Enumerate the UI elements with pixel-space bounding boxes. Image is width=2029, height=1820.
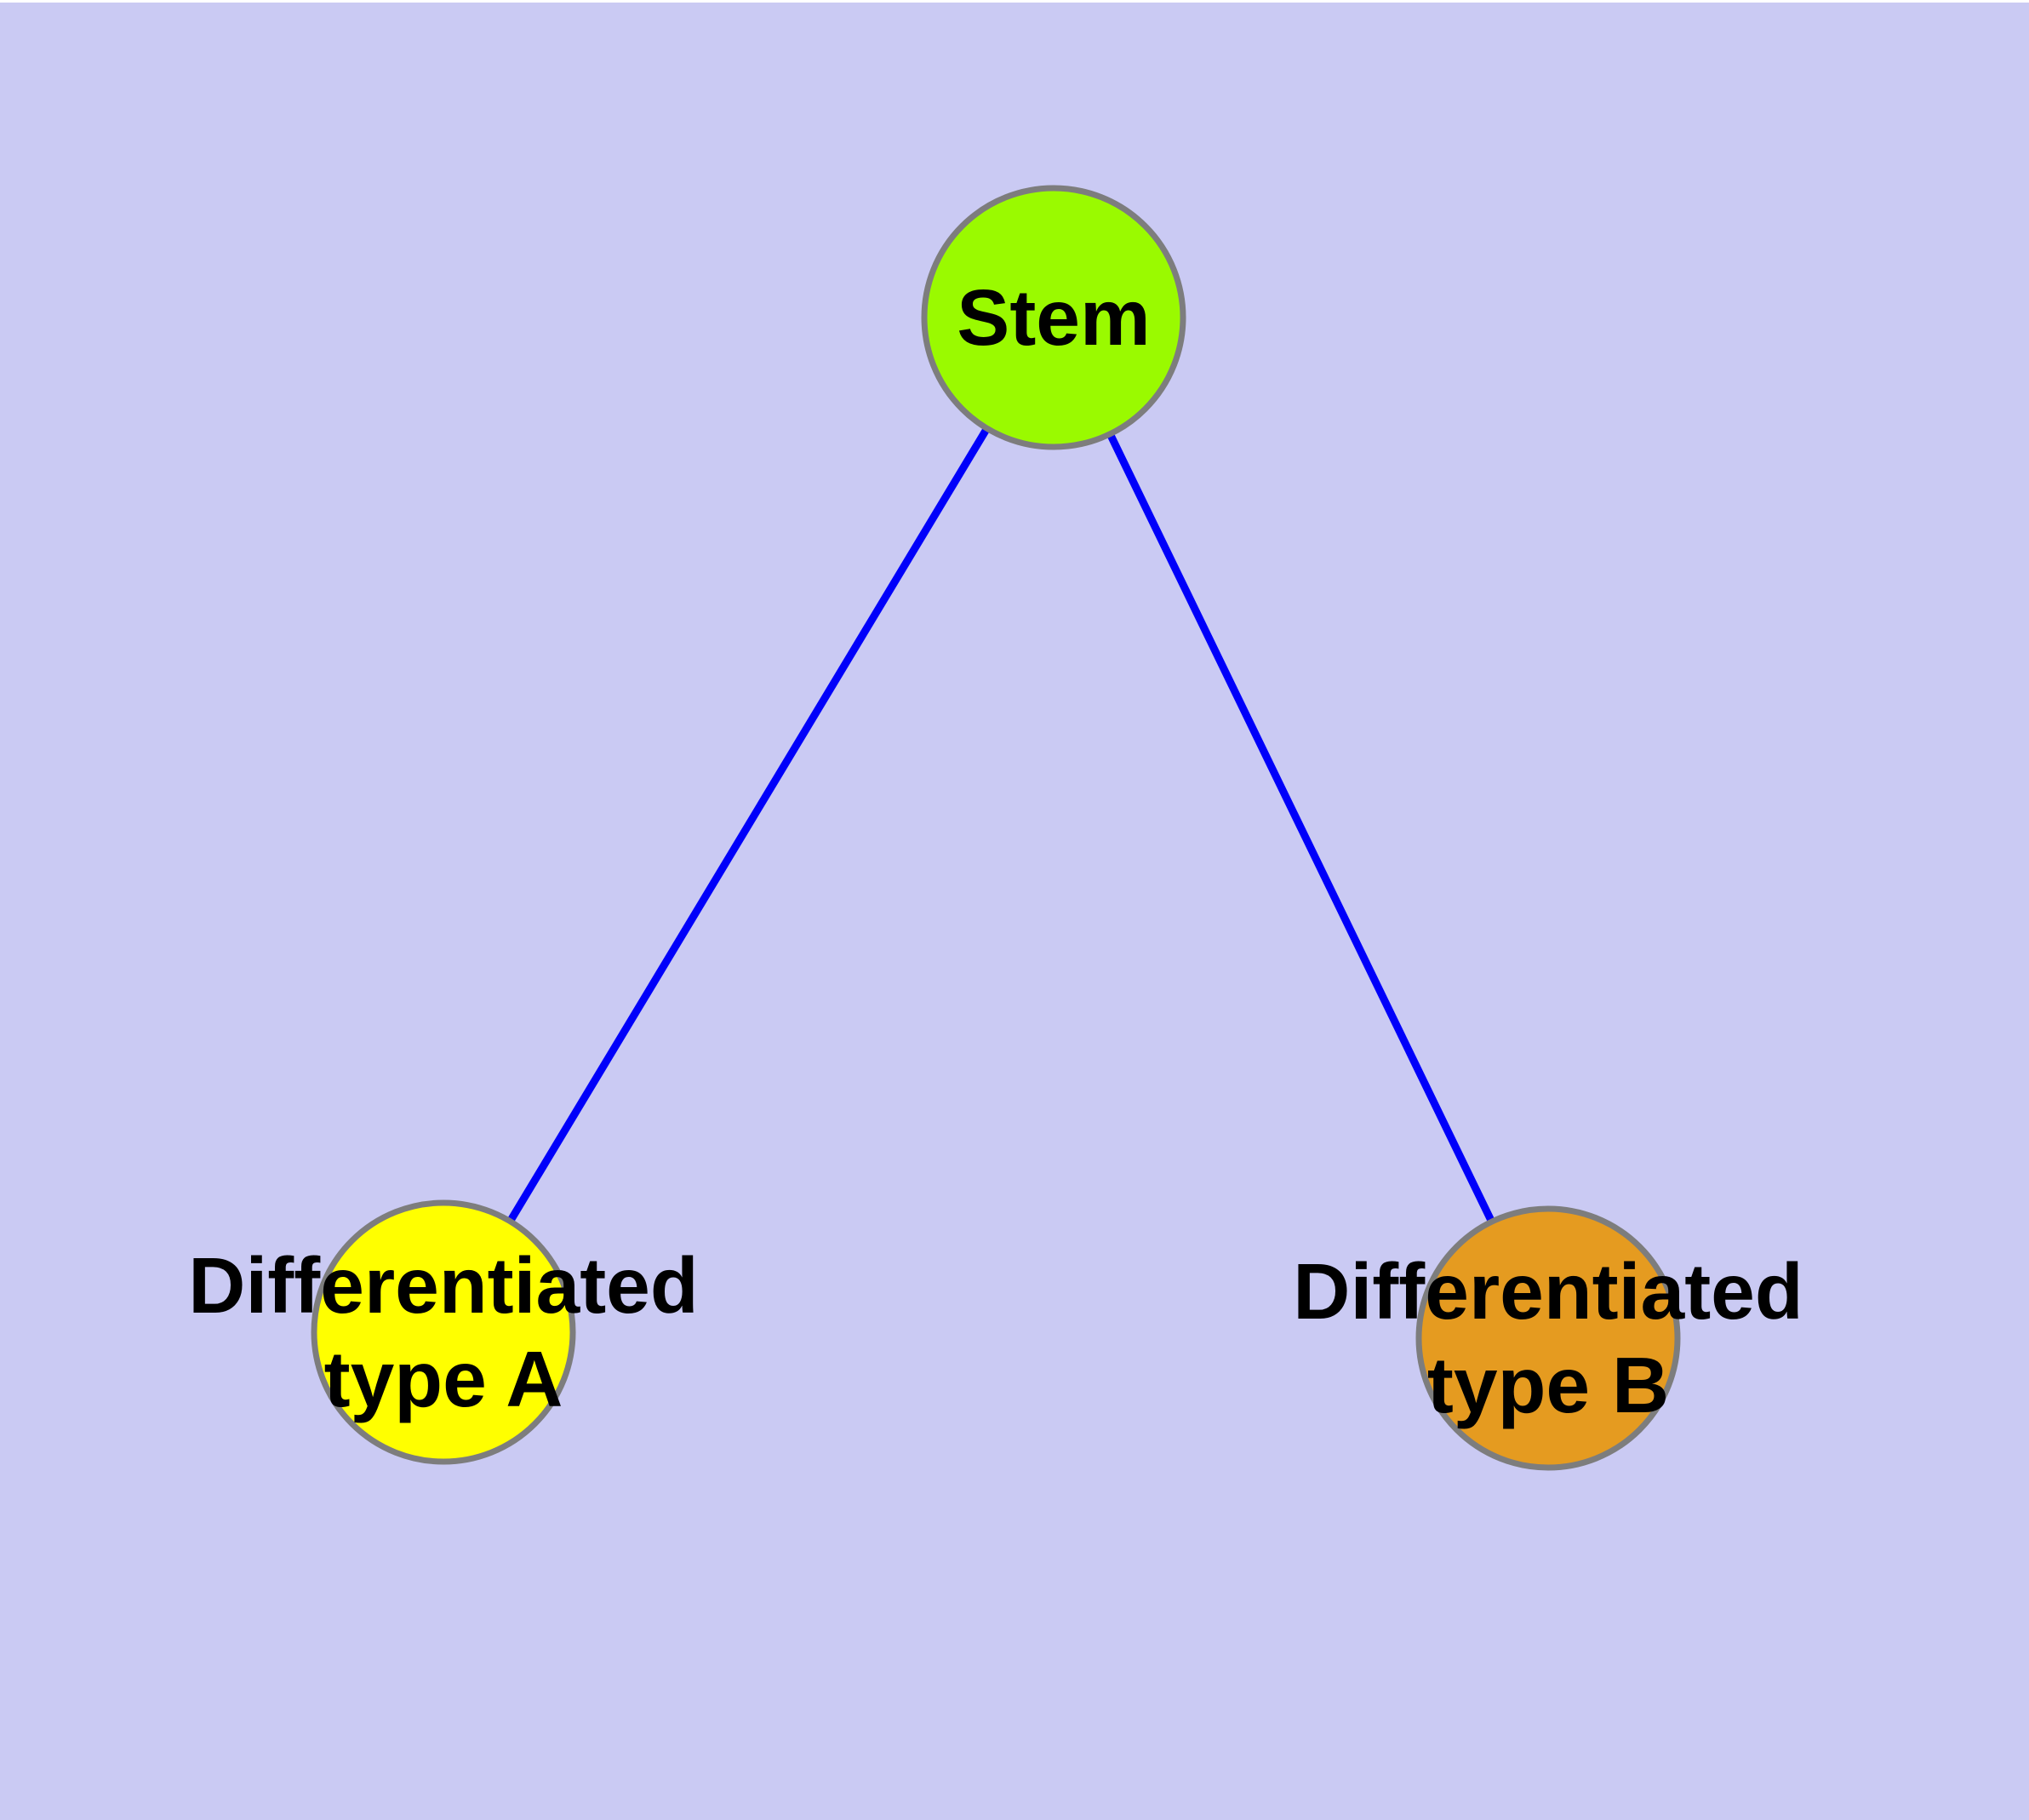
edge-stem-to-type-b <box>1049 316 1552 1340</box>
node-type-a-circle[interactable] <box>311 1199 576 1465</box>
node-type-b-circle[interactable] <box>1415 1205 1681 1471</box>
top-margin-strip <box>0 0 2029 3</box>
node-stem-circle[interactable] <box>921 185 1186 450</box>
edge-stem-to-type-a <box>440 315 1057 1335</box>
